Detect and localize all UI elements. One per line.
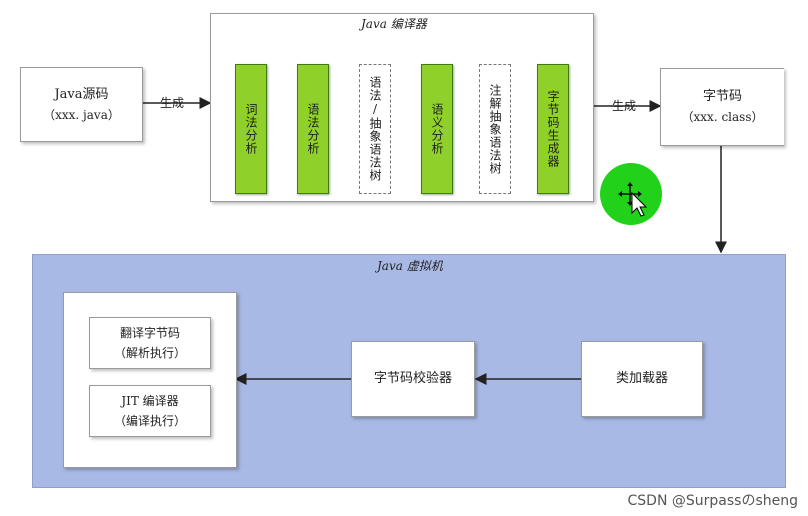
bytecode-verifier-label: 字节码校验器 — [373, 371, 452, 386]
stage-label: 注解抽象语法树 — [488, 83, 502, 175]
stage-label: 语法分析 — [306, 103, 320, 155]
stage-lexical-analysis: 词法分析 — [235, 64, 267, 194]
stage-annotated-syntax-tree: 注解抽象语法树 — [479, 64, 511, 194]
move-cursor-icon — [618, 182, 648, 217]
source-label: Java源码 — [54, 86, 109, 102]
source-filename: （xxx. java） — [43, 107, 120, 122]
interpreter-mode: （解析执行） — [113, 346, 186, 360]
bytecode-verifier-box: 字节码校验器 — [351, 341, 475, 417]
stage-label: 字节码生成器 — [546, 90, 560, 168]
class-loader-box: 类加载器 — [581, 341, 703, 417]
bytecode-box: 字节码 （xxx. class） — [660, 68, 784, 146]
jvm-title: Java 虚拟机 — [377, 259, 443, 273]
class-loader-label: 类加载器 — [615, 371, 668, 386]
jit-label: JIT 编译器 — [121, 394, 179, 408]
bytecode-filename: （xxx. class） — [681, 110, 764, 124]
stage-syntax-tree: 语法/抽象语法树 — [359, 64, 391, 194]
interpreter-box: 翻译字节码 （解析执行） — [89, 317, 211, 369]
interpreter-label: 翻译字节码 — [119, 326, 180, 340]
stage-label: 语义分析 — [430, 103, 444, 155]
jit-mode: （编译执行） — [113, 414, 186, 428]
cursor-highlight — [600, 163, 662, 225]
compiler-title: Java 编译器 — [361, 17, 427, 31]
stage-label: 语法/抽象语法树 — [368, 76, 382, 182]
stage-bytecode-generator: 字节码生成器 — [537, 64, 569, 194]
execution-engine-box: 翻译字节码 （解析执行） JIT 编译器 （编译执行） — [63, 292, 237, 468]
generate-label-out: 生成 — [612, 99, 637, 113]
stage-syntax-analysis: 语法分析 — [297, 64, 329, 194]
jvm-region: Java 虚拟机 翻译字节码 （解析执行） JIT 编译器 （编译执行） 字节码… — [32, 254, 786, 488]
compiler-box: Java 编译器 词法分析 语法分析 语法/抽象语法树 语义分析 注解抽象语法树… — [210, 13, 594, 202]
bytecode-label: 字节码 — [702, 89, 742, 104]
stage-label: 词法分析 — [244, 103, 258, 155]
source-box: Java源码 （xxx. java） — [20, 67, 143, 142]
stage-semantic-analysis: 语义分析 — [421, 64, 453, 194]
watermark: CSDN @Surpassのsheng — [627, 493, 798, 509]
generate-label-in: 生成 — [160, 96, 185, 110]
jit-compiler-box: JIT 编译器 （编译执行） — [89, 385, 211, 437]
jvm-connector-layer — [234, 373, 581, 385]
